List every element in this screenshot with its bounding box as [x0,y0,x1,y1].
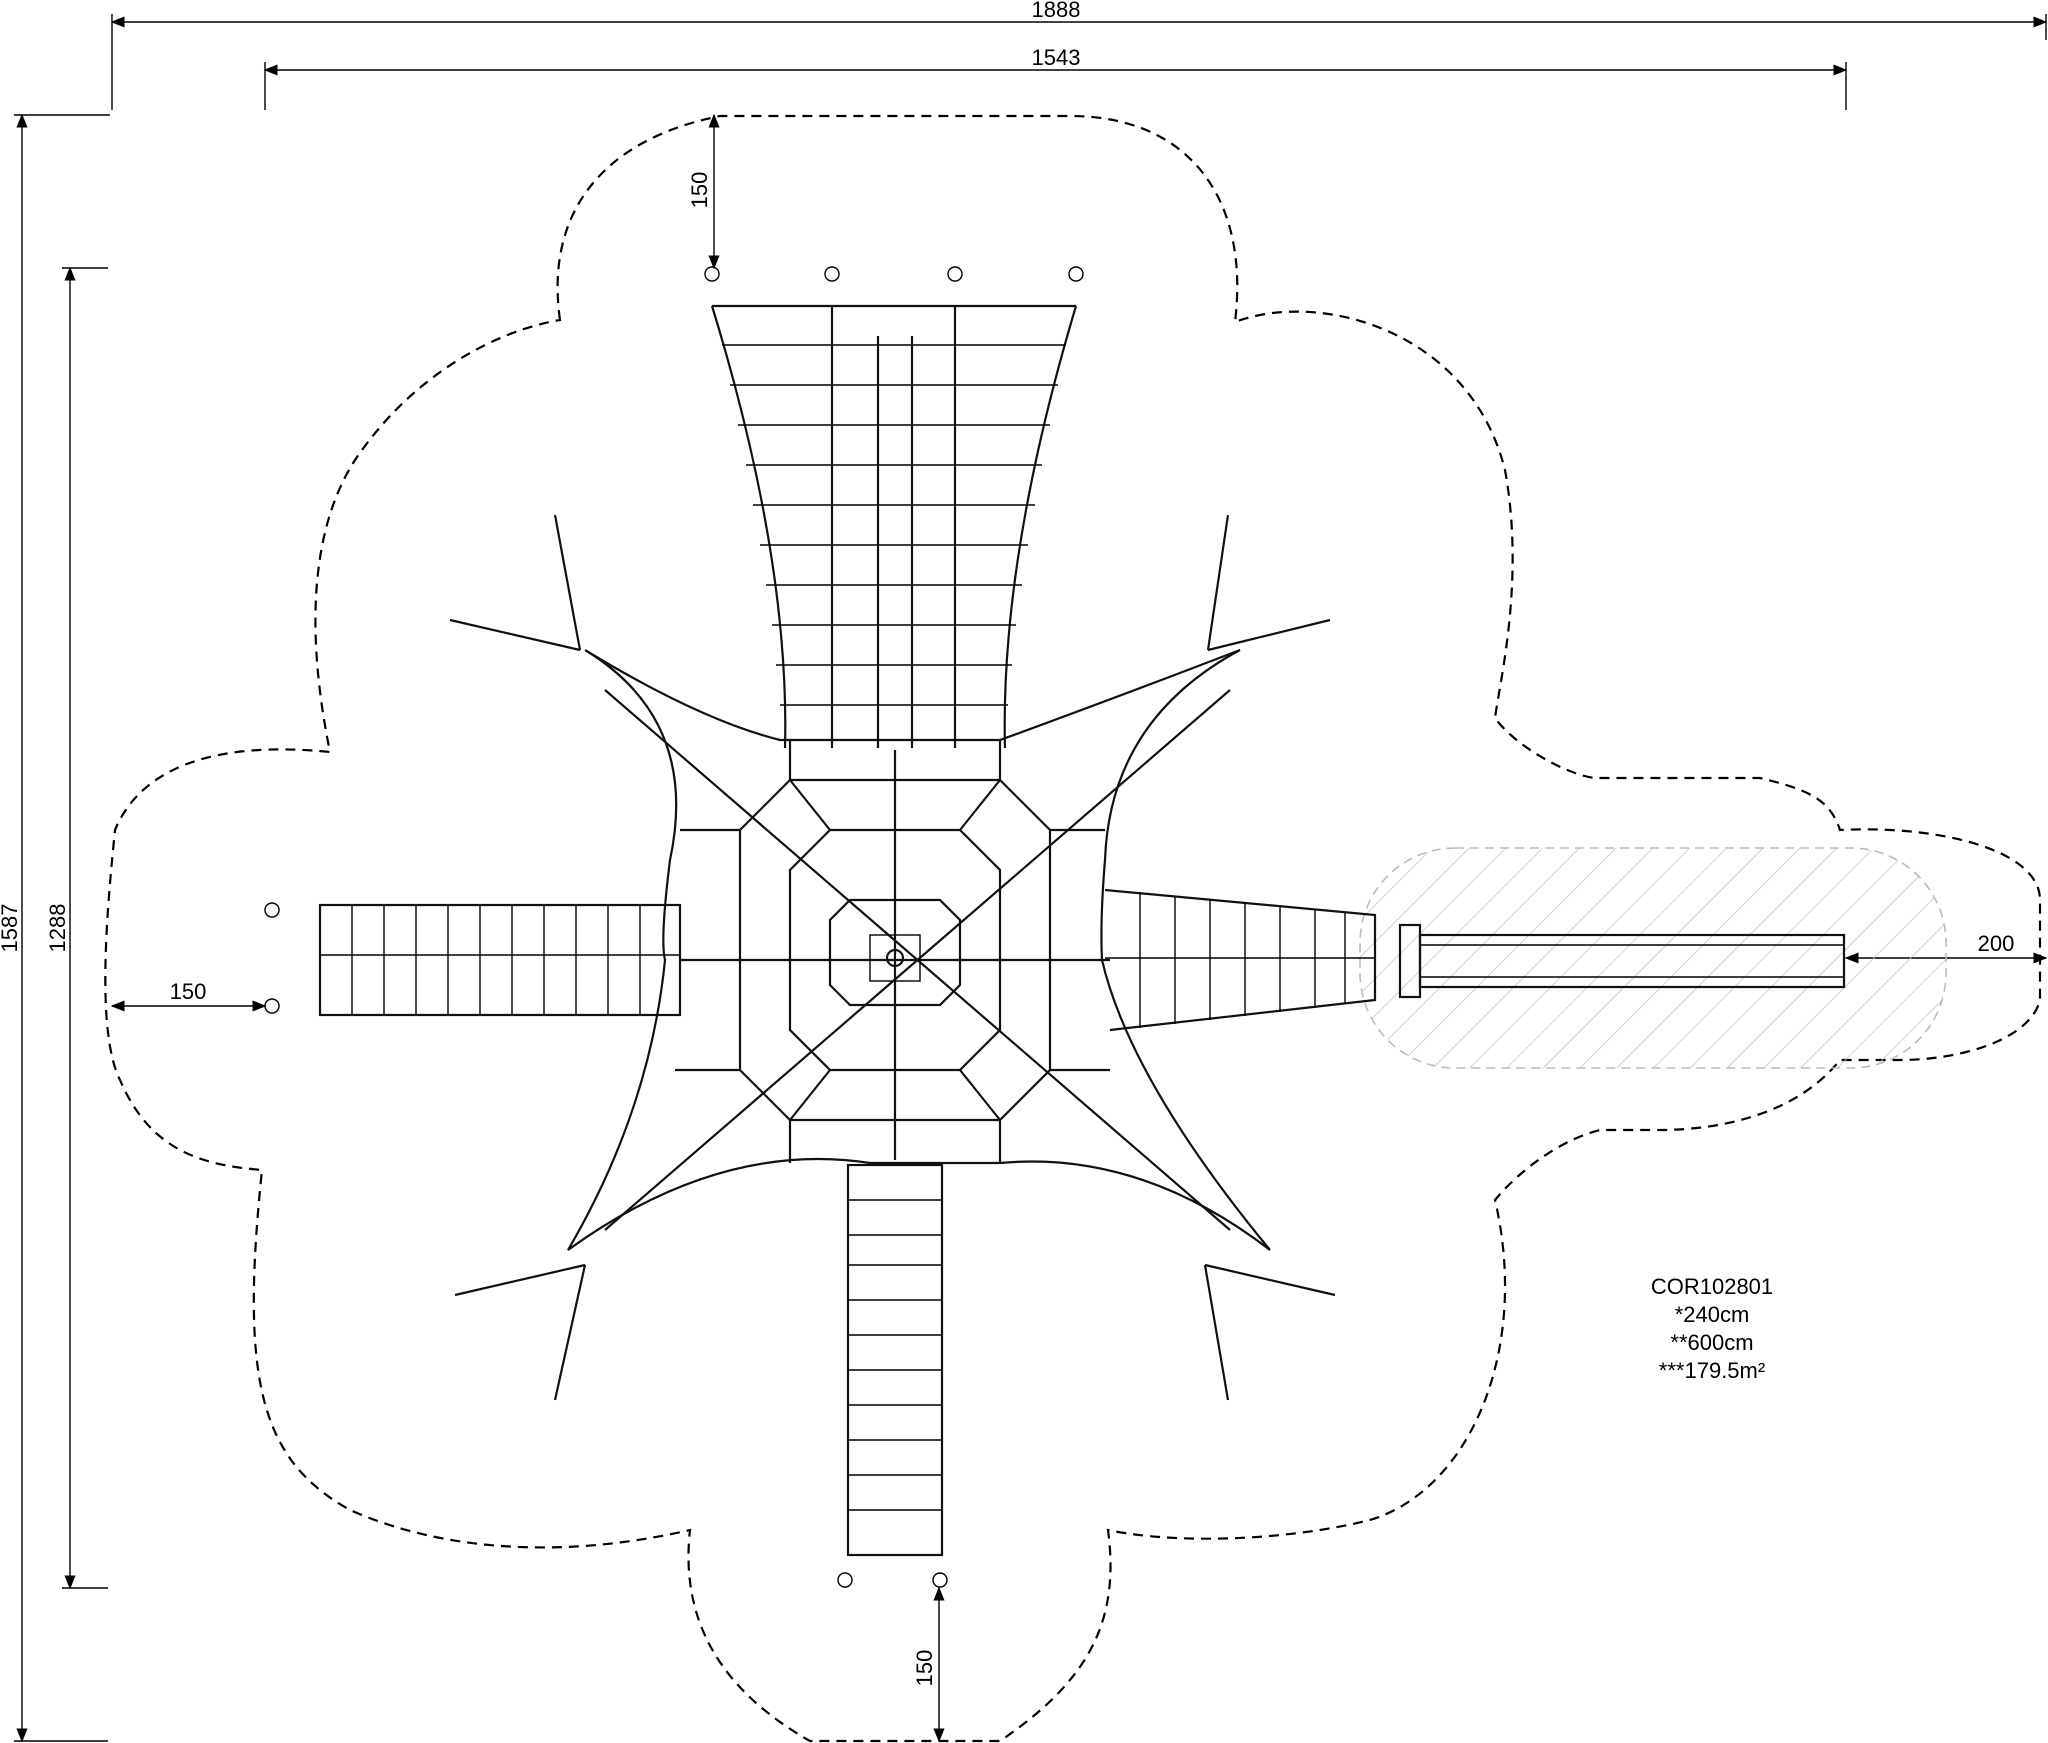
equipment-width-label: 1543 [1032,45,1081,70]
tension-ropes [449,514,1336,1401]
dimension-equipment-width: 1543 [263,45,1848,110]
spider-net-structure [567,648,1271,1251]
clearance-bottom-label: 150 [912,1650,937,1687]
safety-zone-outline [104,114,2042,1743]
product-code: COR102801 [1651,1274,1773,1299]
top-climbing-net [704,266,1084,749]
specification-block: COR102801 *240cm **600cm ***179.5m² [1651,1274,1773,1383]
product-height: *240cm [1675,1302,1750,1327]
slide-run-out-zone [1359,847,1947,1069]
top-anchor-points [704,266,1084,282]
clearance-right-label: 200 [1978,931,2015,956]
slide [1398,923,1846,999]
product-length: **600cm [1670,1330,1753,1355]
clearance-top-label: 150 [687,172,712,209]
right-climbing-net [1104,888,1377,1032]
dimension-clearance-left: 150 [110,979,267,1012]
overall-width-label: 1888 [1032,0,1081,22]
bottom-ladder-net [837,1163,948,1588]
product-area: ***179.5m² [1659,1358,1765,1383]
equipment-height-label: 1288 [45,904,70,953]
dimension-overall-height: 1587 [0,113,110,1743]
overall-height-label: 1587 [0,904,22,953]
dimension-equipment-height: 1288 [45,266,108,1590]
dimension-clearance-bottom: 150 [912,1586,945,1743]
left-ladder-net [264,902,682,1017]
dimension-clearance-top: 150 [687,113,720,270]
dimension-overall-width: 1888 [110,0,2048,110]
clearance-left-label: 150 [170,979,207,1004]
